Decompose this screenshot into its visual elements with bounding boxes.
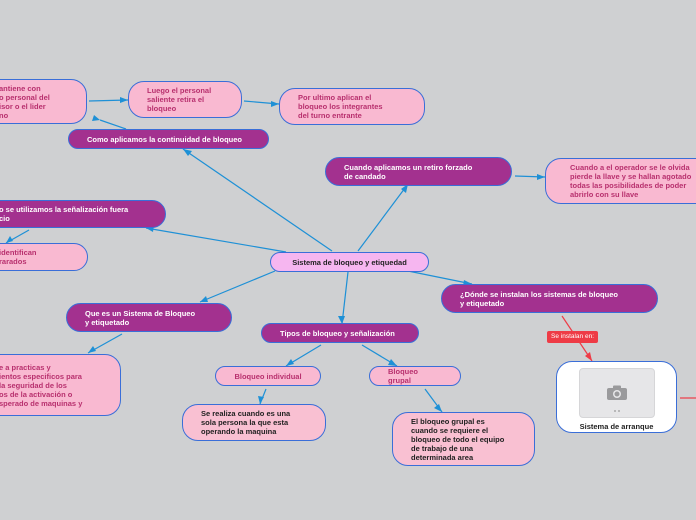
- image-card-sistema-arranque[interactable]: Sistema de arranque: [556, 361, 677, 433]
- detail-individual[interactable]: Se realiza cuando es una sola persona la…: [182, 404, 326, 441]
- detail-grupal[interactable]: El bloqueo grupal es cuando se requiere …: [392, 412, 535, 466]
- subtopic-luego[interactable]: Luego el personal saliente retira el blo…: [128, 81, 242, 118]
- image-placeholder: [578, 368, 655, 418]
- subtopic-bloqueo-individual[interactable]: Bloqueo individual: [215, 366, 321, 386]
- connector: [182, 148, 333, 252]
- topic-que-es[interactable]: Que es un Sistema de Bloqueo y etiquetad…: [66, 303, 232, 332]
- image-card-caption: Sistema de arranque: [579, 422, 654, 431]
- subtopic-bloqueo-grupal[interactable]: Bloqueo grupal: [369, 366, 461, 386]
- connector: [199, 270, 276, 303]
- topic-tipos[interactable]: Tipos de bloqueo y señalización: [261, 323, 419, 343]
- topic-senalizacion[interactable]: o se utilizamos la señalización fuera ci…: [0, 200, 166, 228]
- connector: [341, 271, 349, 325]
- camera-icon: [606, 385, 627, 400]
- subtopic-operador[interactable]: Cuando a el operador se le olvida pierde…: [545, 158, 696, 204]
- topic-retiro-forzado[interactable]: Cuando aplicamos un retiro forzado de ca…: [325, 157, 512, 186]
- subtopic-practicas[interactable]: e a practicas y ientos especificos para …: [0, 354, 121, 416]
- topic-continuidad[interactable]: Como aplicamos la continuidad de bloqueo: [68, 129, 269, 149]
- relation-label[interactable]: Se instalan en:: [547, 331, 599, 343]
- connector: [145, 227, 287, 253]
- subtopic-mantiene[interactable]: antiene con o personal del isor o el lid…: [0, 79, 87, 124]
- subtopic-identifican[interactable]: identifican rarados: [0, 243, 88, 271]
- subtopic-ultimo[interactable]: Por ultimo aplican el bloqueo los integr…: [279, 88, 425, 125]
- connector: [407, 270, 473, 285]
- central-topic[interactable]: Sistema de bloqueo y etiquedad: [270, 252, 429, 272]
- connector: [99, 119, 127, 130]
- connector: [357, 183, 409, 252]
- topic-donde-se-instalan[interactable]: ¿Dónde se instalan los sistemas de bloqu…: [441, 284, 658, 313]
- carousel-dots: [613, 410, 620, 412]
